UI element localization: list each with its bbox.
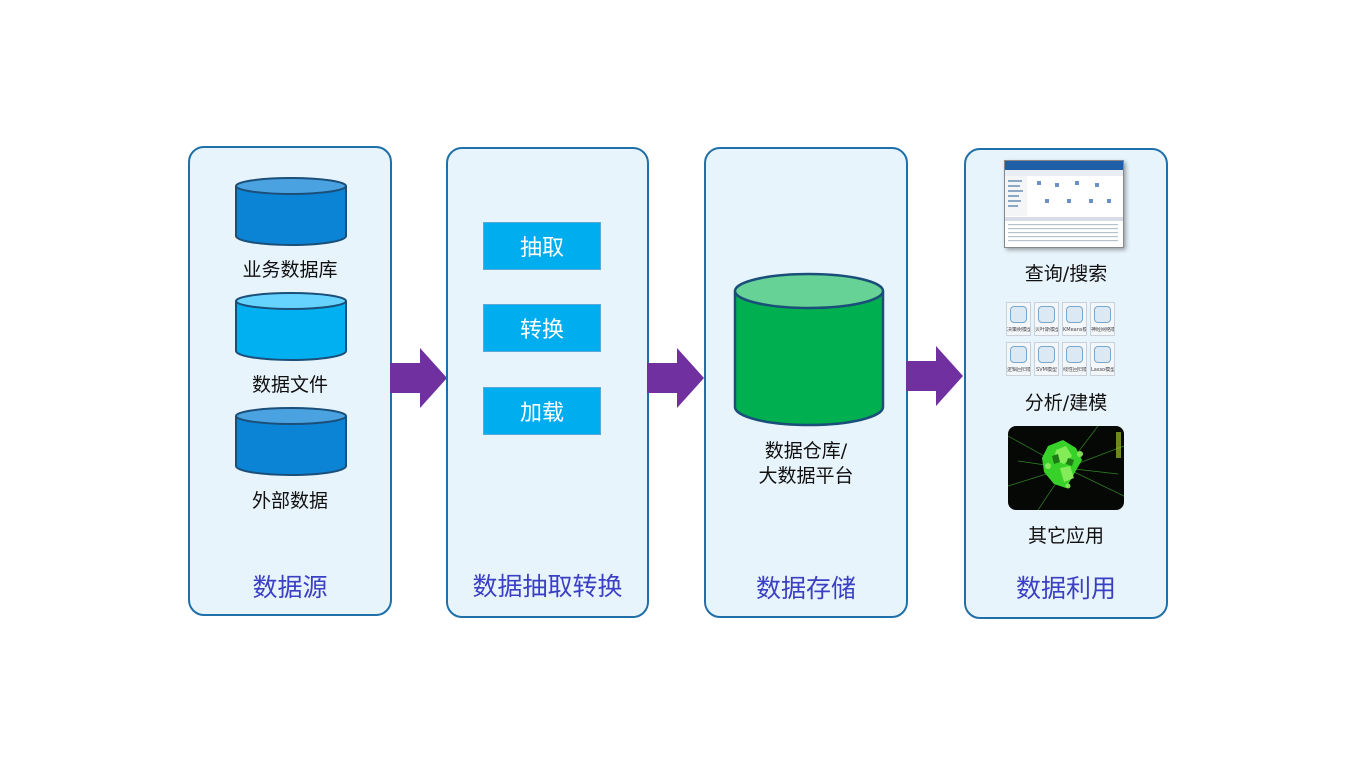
model-tile: Lasso模型: [1090, 342, 1115, 376]
model-tile: 线性回归模型: [1062, 342, 1087, 376]
data-source-panel: 业务数据库 数据文件 外部数据 数据源: [188, 146, 392, 616]
warehouse-label-line2: 大数据平台: [758, 465, 854, 487]
etl-title: 数据抽取转换: [472, 572, 623, 601]
transform-step: 转换: [483, 304, 601, 352]
data-usage-panel: 查询/搜索 决策树模型 贝叶斯模型 KMeans模型 神经网络模型 逻辑回归模型…: [964, 148, 1168, 619]
flow-arrow-2-icon: [647, 348, 704, 408]
model-tile: 逻辑回归模型: [1006, 342, 1031, 376]
business-database-label: 业务数据库: [242, 259, 338, 281]
model-tile: SVM模型: [1034, 342, 1059, 376]
model-grid-icon: 决策树模型 贝叶斯模型 KMeans模型 神经网络模型 逻辑回归模型 SVM模型…: [1006, 302, 1120, 382]
data-source-title: 数据源: [252, 573, 328, 602]
extract-step: 抽取: [483, 222, 601, 270]
data-warehouse-cylinder-icon: [733, 272, 885, 427]
network-visualization-icon: [1008, 426, 1124, 510]
model-tile: KMeans模型: [1062, 302, 1087, 336]
query-screenshot-icon: [1004, 160, 1124, 248]
data-file-label: 数据文件: [251, 374, 328, 396]
model-tile: 神经网络模型: [1090, 302, 1115, 336]
other-applications-label: 其它应用: [1027, 525, 1104, 547]
model-tile: 决策树模型: [1006, 302, 1031, 336]
storage-title: 数据存储: [755, 574, 856, 603]
business-database-cylinder-icon: [235, 177, 347, 246]
data-file-cylinder-icon: [235, 292, 347, 361]
data-usage-title: 数据利用: [1015, 574, 1116, 603]
storage-panel: 数据仓库/ 大数据平台 数据存储: [704, 147, 908, 618]
etl-panel: 抽取 转换 加载 数据抽取转换: [446, 147, 649, 618]
flow-arrow-3-icon: [906, 346, 963, 406]
load-step: 加载: [483, 387, 601, 435]
analysis-modeling-label: 分析/建模: [1024, 392, 1108, 414]
flow-arrow-1-icon: [390, 348, 447, 408]
external-data-cylinder-icon: [235, 407, 347, 476]
query-search-label: 查询/搜索: [1024, 263, 1108, 285]
warehouse-label-line1: 数据仓库/: [764, 440, 848, 462]
model-tile: 贝叶斯模型: [1034, 302, 1059, 336]
external-data-label: 外部数据: [251, 490, 328, 512]
